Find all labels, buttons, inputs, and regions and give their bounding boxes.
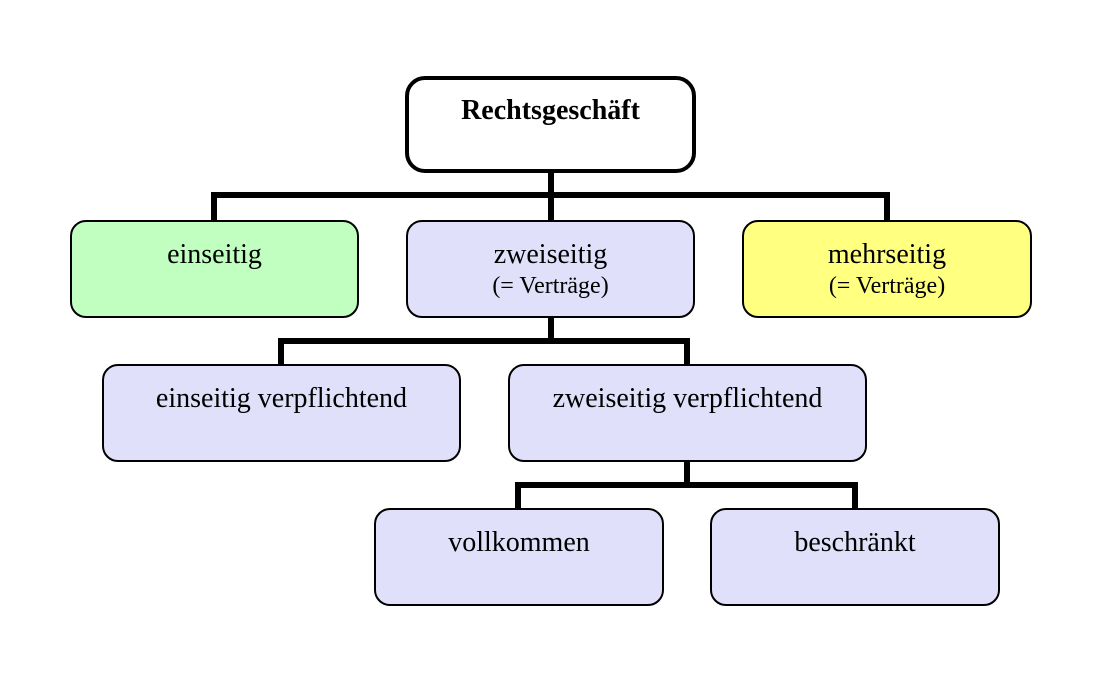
node-rechtsgeschaeft-label: Rechtsgeschäft xyxy=(461,95,640,126)
node-zweiseitig-label: zweiseitig xyxy=(493,239,608,270)
node-beschraenkt: beschränkt xyxy=(710,508,1000,606)
node-vollkommen-label: vollkommen xyxy=(448,527,590,558)
node-vollkommen: vollkommen xyxy=(374,508,664,606)
node-rechtsgeschaeft: Rechtsgeschäft xyxy=(405,76,696,173)
node-beschraenkt-label: beschränkt xyxy=(794,527,916,558)
node-zweiseitig-verpflichtend: zweiseitig verpflichtend xyxy=(508,364,867,462)
node-zweiseitig: zweiseitig (= Verträge) xyxy=(406,220,695,318)
node-einseitig: einseitig xyxy=(70,220,359,318)
node-mehrseitig-label: mehrseitig xyxy=(827,239,947,270)
node-mehrseitig: mehrseitig (= Verträge) xyxy=(742,220,1032,318)
node-zweiseitig-sublabel: (= Verträge) xyxy=(492,273,609,299)
node-einseitig-verpflichtend-label: einseitig verpflichtend xyxy=(155,383,408,414)
node-zweiseitig-verpflichtend-label: zweiseitig verpflichtend xyxy=(552,383,823,414)
node-einseitig-label: einseitig xyxy=(167,239,262,270)
node-einseitig-verpflichtend: einseitig verpflichtend xyxy=(102,364,461,462)
node-mehrseitig-sublabel: (= Verträge) xyxy=(828,273,946,299)
